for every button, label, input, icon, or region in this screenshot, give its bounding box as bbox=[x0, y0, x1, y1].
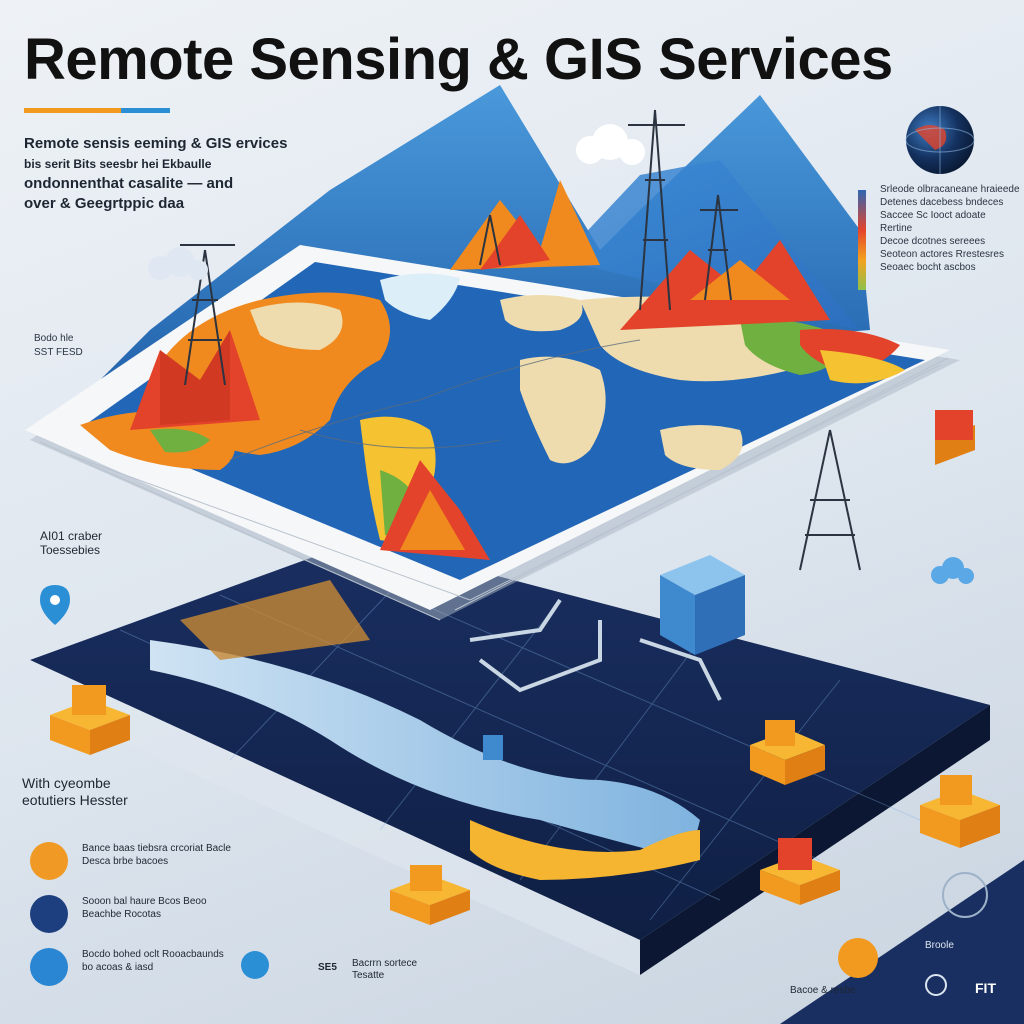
satellite-dish-icon bbox=[241, 951, 269, 979]
intro-text: Remote sensis eeming & GIS ervices bis s… bbox=[24, 134, 324, 214]
right-panel-text: Srleode olbracaneane hraieede Detenes da… bbox=[880, 183, 1020, 274]
legend-text: bo acoas & iasd bbox=[82, 962, 154, 973]
intro-line: Remote sensis eeming & GIS ervices bbox=[24, 135, 288, 152]
legend-dot bbox=[30, 895, 68, 933]
cloud-icon bbox=[576, 124, 645, 165]
right-panel-line: Decoe dcotnes sereees bbox=[880, 236, 986, 247]
left-land-green bbox=[150, 428, 210, 453]
server-icon bbox=[483, 735, 503, 760]
corner-shape bbox=[780, 860, 1024, 1024]
section-heading: With cyeombe bbox=[22, 775, 111, 791]
cloud-icon bbox=[931, 557, 974, 584]
right-panel-line: Saccee Sc Iooct adoate bbox=[880, 210, 986, 221]
legend-item: Bocdo bohed oclt Rooacbaunds bo acoas & … bbox=[30, 948, 262, 986]
badge-circle bbox=[838, 938, 878, 978]
side-label: Bodo hle bbox=[34, 333, 74, 344]
tower-icon bbox=[799, 429, 861, 571]
europe bbox=[500, 295, 583, 332]
right-panel-line: Srleode olbracaneane hraieede bbox=[880, 184, 1020, 195]
badge-code: SE5 bbox=[318, 962, 337, 973]
right-panel-line: Seoaec bocht ascbos bbox=[880, 262, 976, 273]
right-land-yellow bbox=[820, 350, 905, 384]
right-panel-line: Rertine bbox=[880, 223, 913, 234]
section-heading: eotutiers Hesster bbox=[22, 792, 128, 808]
color-scale bbox=[858, 190, 866, 290]
tower-icon bbox=[700, 194, 738, 301]
intro-line: ondonnenthat casalite — and bbox=[24, 175, 234, 192]
badge-text: Bacrrn sortece Tesatte bbox=[352, 958, 418, 981]
house-icon bbox=[50, 685, 130, 755]
legend-dot bbox=[30, 842, 68, 880]
side-label: AI01 craber bbox=[40, 529, 103, 543]
tower-icon bbox=[479, 214, 501, 266]
house-icon bbox=[750, 720, 825, 785]
legend-text: Bocdo bohed oclt Rooacbaunds bbox=[82, 949, 224, 960]
house-icon bbox=[760, 838, 840, 905]
legend-dot bbox=[30, 948, 68, 986]
circuit-traces bbox=[469, 598, 722, 701]
terrain-strip bbox=[470, 820, 700, 880]
intro-line: bis serit Bits seesbr hei Ekbaulle bbox=[24, 157, 212, 171]
title-accent-bar bbox=[24, 108, 171, 113]
side-label: SST FESD bbox=[34, 347, 83, 358]
route-lines bbox=[229, 339, 641, 461]
globe-icon bbox=[925, 974, 947, 996]
australia bbox=[660, 425, 743, 470]
right-panel-line: Detenes dacebess bndeces bbox=[880, 197, 1004, 208]
map-grid bbox=[39, 357, 949, 621]
side-label: Toessebies bbox=[40, 543, 101, 557]
circuit-layer-edge bbox=[640, 705, 990, 975]
peak-left-shade bbox=[160, 330, 230, 425]
right-panel-line: Seoteon actores Rrestesres bbox=[880, 249, 1004, 260]
intro-line: over & Geegrtppic daa bbox=[24, 195, 185, 212]
map-pin-icon bbox=[40, 585, 70, 625]
bottom-label: Broole bbox=[925, 940, 954, 951]
page-title: Remote Sensing & GIS Services bbox=[24, 27, 893, 92]
peak-sa-orange bbox=[400, 490, 465, 550]
africa bbox=[520, 356, 606, 464]
north-america-beige bbox=[250, 302, 343, 350]
house-icon bbox=[390, 865, 470, 925]
cloud-icon bbox=[148, 247, 208, 280]
peak-right-orange bbox=[690, 260, 790, 300]
circuit-layer-side bbox=[30, 660, 640, 975]
legend-text: Sooon bal haure Bcos Beoo bbox=[82, 896, 207, 907]
house-icon bbox=[920, 775, 1000, 848]
legend-item: Sooon bal haure Bcos Beoo Beachbe Rocota… bbox=[30, 895, 262, 933]
legend-text: Beachbe Rocotas bbox=[82, 909, 161, 920]
bottom-label: Bacoe & resbe bbox=[790, 985, 856, 996]
server-icon bbox=[660, 555, 745, 655]
greenland bbox=[380, 273, 460, 320]
tower-icon bbox=[628, 109, 685, 311]
legend-text: Desca brbe bacoes bbox=[82, 856, 169, 867]
terrain-fold bbox=[180, 580, 370, 660]
peak-center bbox=[450, 180, 600, 270]
legend-item: Bance baas tiebsra crcoriat Bacle Desca … bbox=[30, 842, 262, 880]
bottom-label: FIT bbox=[975, 980, 996, 996]
house-icon bbox=[935, 410, 975, 465]
legend-text: Bance baas tiebsra crcoriat Bacle bbox=[82, 843, 231, 854]
brain-icon bbox=[942, 872, 988, 918]
coast-layer bbox=[150, 640, 700, 860]
